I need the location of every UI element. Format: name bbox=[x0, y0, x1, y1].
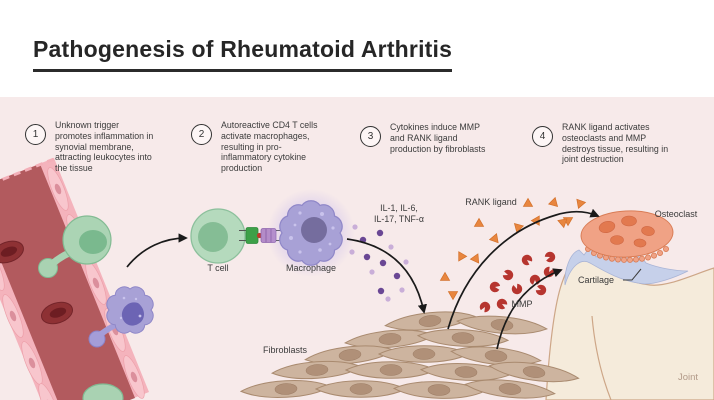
step-3: 3 Cytokines induce MMP and RANK ligand p… bbox=[360, 122, 530, 154]
macrophage-cell bbox=[279, 200, 343, 266]
extravasating-leukocyte bbox=[38, 215, 112, 278]
cytokine-arrow bbox=[346, 238, 428, 314]
t-cell-label: T cell bbox=[207, 263, 229, 273]
red-blood-cell bbox=[0, 240, 24, 264]
osteoclast-nuclei bbox=[598, 215, 655, 248]
rank-ligand-label: RANK ligand bbox=[465, 197, 517, 207]
red-blood-cell bbox=[40, 301, 74, 325]
vessel-cut-dashed-line bbox=[0, 157, 55, 182]
bone-contour-line bbox=[591, 315, 612, 400]
cartilage-label: Cartilage bbox=[577, 275, 615, 285]
osteoclast-cell bbox=[580, 210, 674, 263]
t-cell bbox=[190, 208, 246, 264]
cytokines-label: IL-1, IL-6, IL-17, TNF-α bbox=[374, 203, 424, 224]
macrophage-speckles bbox=[289, 211, 335, 254]
macrophage-label: Macrophage bbox=[285, 263, 337, 273]
mmp-arrow bbox=[496, 268, 563, 350]
migration-arrow bbox=[126, 233, 188, 268]
osteoclast-label: Osteoclast bbox=[654, 209, 698, 219]
rank-ligand-arrow bbox=[447, 208, 600, 330]
cartilage-pointer-line bbox=[623, 268, 642, 281]
step-1-number: 1 bbox=[25, 124, 46, 145]
step-1-text: Unknown trigger promotes inflammation in… bbox=[55, 120, 154, 174]
step-2-number: 2 bbox=[191, 124, 212, 145]
step-4-number: 4 bbox=[532, 126, 553, 147]
mmp-label: MMP bbox=[511, 299, 533, 309]
joint-label: Joint bbox=[677, 372, 699, 383]
cartilage-shape bbox=[564, 246, 689, 286]
page-title: Pathogenesis of Rheumatoid Arthritis bbox=[33, 36, 453, 72]
fibroblasts-label: Fibroblasts bbox=[262, 345, 307, 355]
step-1: 1 Unknown trigger promotes inflammation … bbox=[25, 120, 185, 174]
step-3-text: Cytokines induce MMP and RANK ligand pro… bbox=[390, 122, 486, 154]
step-2-text: Autoreactive CD4 T cells activate macrop… bbox=[221, 120, 318, 174]
step-4-text: RANK ligand activates osteoclasts and MM… bbox=[562, 122, 669, 165]
extravasating-monocyte bbox=[88, 286, 154, 348]
cytokine-dots bbox=[349, 224, 409, 302]
step-2: 2 Autoreactive CD4 T cells activate macr… bbox=[191, 120, 351, 174]
step-3-number: 3 bbox=[360, 126, 381, 147]
leukocyte-in-vessel bbox=[82, 383, 124, 400]
step-4: 4 RANK ligand activates osteoclasts and … bbox=[532, 122, 702, 165]
